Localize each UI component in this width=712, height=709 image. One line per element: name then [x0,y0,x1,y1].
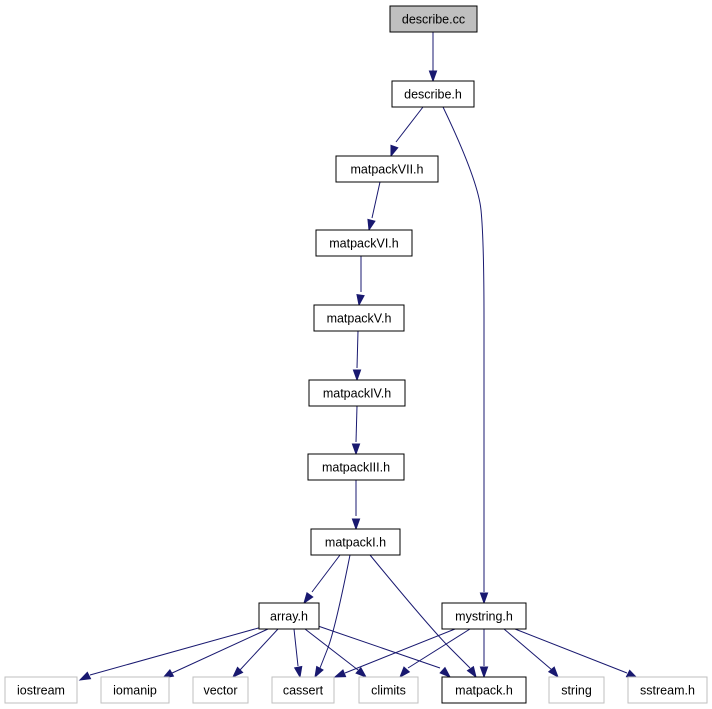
arrowhead-matpackI-h-to-cassert [314,665,324,679]
arrowhead-matpackIV-h-to-matpackIII-h [351,443,361,456]
arrowhead-describe-h-to-mystring-h [479,592,489,605]
arrowhead-array-h-to-cassert [293,665,303,679]
arrowhead-matpackIII-h-to-matpackI-h [351,518,361,531]
node-vector[interactable]: vector [192,676,249,704]
node-label-matpackIV-h: matpackIV.h [323,387,391,401]
node-array-h[interactable]: array.h [258,602,320,630]
node-label-iostream: iostream [17,684,65,698]
node-cassert[interactable]: cassert [271,676,335,704]
node-climits[interactable]: climits [358,676,419,704]
edge-mystring-h-to-string [503,628,553,671]
edge-array-h-to-vector [239,628,279,671]
edge-matpackIV-h-to-matpackIII-h [355,405,358,443]
arrowhead-matpackI-h-to-array-h [303,591,314,605]
node-matpackIV-h[interactable]: matpackIV.h [308,379,406,407]
edge-matpackI-h-to-matpack-h [369,554,471,669]
node-iostream[interactable]: iostream [4,676,78,704]
dependency-edges [78,32,639,681]
edge-matpackV-h-to-matpackIV-h [356,330,359,369]
node-label-mystring-h: mystring.h [455,610,513,624]
edge-mystring-h-to-climits [407,628,471,669]
arrowhead-describe-h-to-matpackVII-h [390,144,399,158]
edge-matpackVII-h-to-matpackVI-h [371,181,381,219]
arrowhead-array-h-to-vector [231,666,244,679]
node-label-iomanip: iomanip [113,684,157,698]
node-label-array-h: array.h [270,610,308,624]
node-label-matpackI-h: matpackI.h [325,536,386,550]
node-label-matpackV-h: matpackV.h [327,312,392,326]
node-matpackV-h[interactable]: matpackV.h [313,304,405,332]
edge-array-h-to-iomanip [169,628,269,675]
arrowhead-mystring-h-to-matpack-h [479,666,489,679]
arrowhead-mystring-h-to-climits [399,666,411,679]
node-matpackI-h[interactable]: matpackI.h [310,528,401,556]
node-matpackVII-h[interactable]: matpackVII.h [335,155,439,183]
node-label-matpackVII-h: matpackVII.h [351,163,424,177]
node-label-cassert: cassert [283,684,324,698]
node-label-sstream-h: sstream.h [640,684,695,698]
edge-matpackI-h-to-array-h [311,554,341,593]
node-label-matpackVI-h: matpackVI.h [329,237,399,251]
edge-describe-h-to-mystring-h [442,106,485,592]
node-iomanip[interactable]: iomanip [100,676,170,704]
node-label-matpack-h: matpack.h [455,684,513,698]
arrowhead-array-h-to-iostream [78,671,92,681]
edge-array-h-to-matpack-h [317,625,441,669]
edge-mystring-h-to-cassert [344,628,456,674]
node-label-describe-cc: describe.cc [402,13,465,27]
arrowhead-matpackVII-h-to-matpackVI-h [367,218,376,232]
edge-array-h-to-cassert [293,628,299,667]
edge-array-h-to-climits [304,628,359,671]
edge-mystring-h-to-sstream-h [514,628,628,674]
arrowhead-array-h-to-climits [355,666,368,678]
arrowhead-describe-cc-to-describe-h [428,70,438,83]
node-describe-h[interactable]: describe.h [391,80,475,108]
node-matpackIII-h[interactable]: matpackIII.h [307,453,405,481]
arrowhead-matpackVI-h-to-matpackV-h [356,293,365,307]
arrowhead-matpackV-h-to-matpackIV-h [352,369,362,382]
arrowhead-matpackI-h-to-matpack-h [466,665,477,679]
edge-matpackI-h-to-cassert [319,554,351,669]
arrowhead-array-h-to-matpack-h [439,666,452,678]
edge-describe-h-to-matpackVII-h [395,106,424,143]
node-describe-cc[interactable]: describe.cc [389,5,478,33]
node-label-describe-h: describe.h [404,88,462,102]
node-label-string: string [561,684,592,698]
node-mystring-h[interactable]: mystring.h [441,602,527,630]
node-sstream-h[interactable]: sstream.h [627,676,708,704]
arrowhead-mystring-h-to-cassert [333,669,347,678]
node-label-matpackIII-h: matpackIII.h [322,461,390,475]
node-matpack-h[interactable]: matpack.h [441,676,527,704]
node-string[interactable]: string [548,676,605,704]
arrowhead-mystring-h-to-string [547,666,559,679]
node-label-vector: vector [203,684,237,698]
node-label-climits: climits [371,684,406,698]
edge-array-h-to-iostream [89,626,263,676]
node-matpackVI-h[interactable]: matpackVI.h [315,229,413,257]
